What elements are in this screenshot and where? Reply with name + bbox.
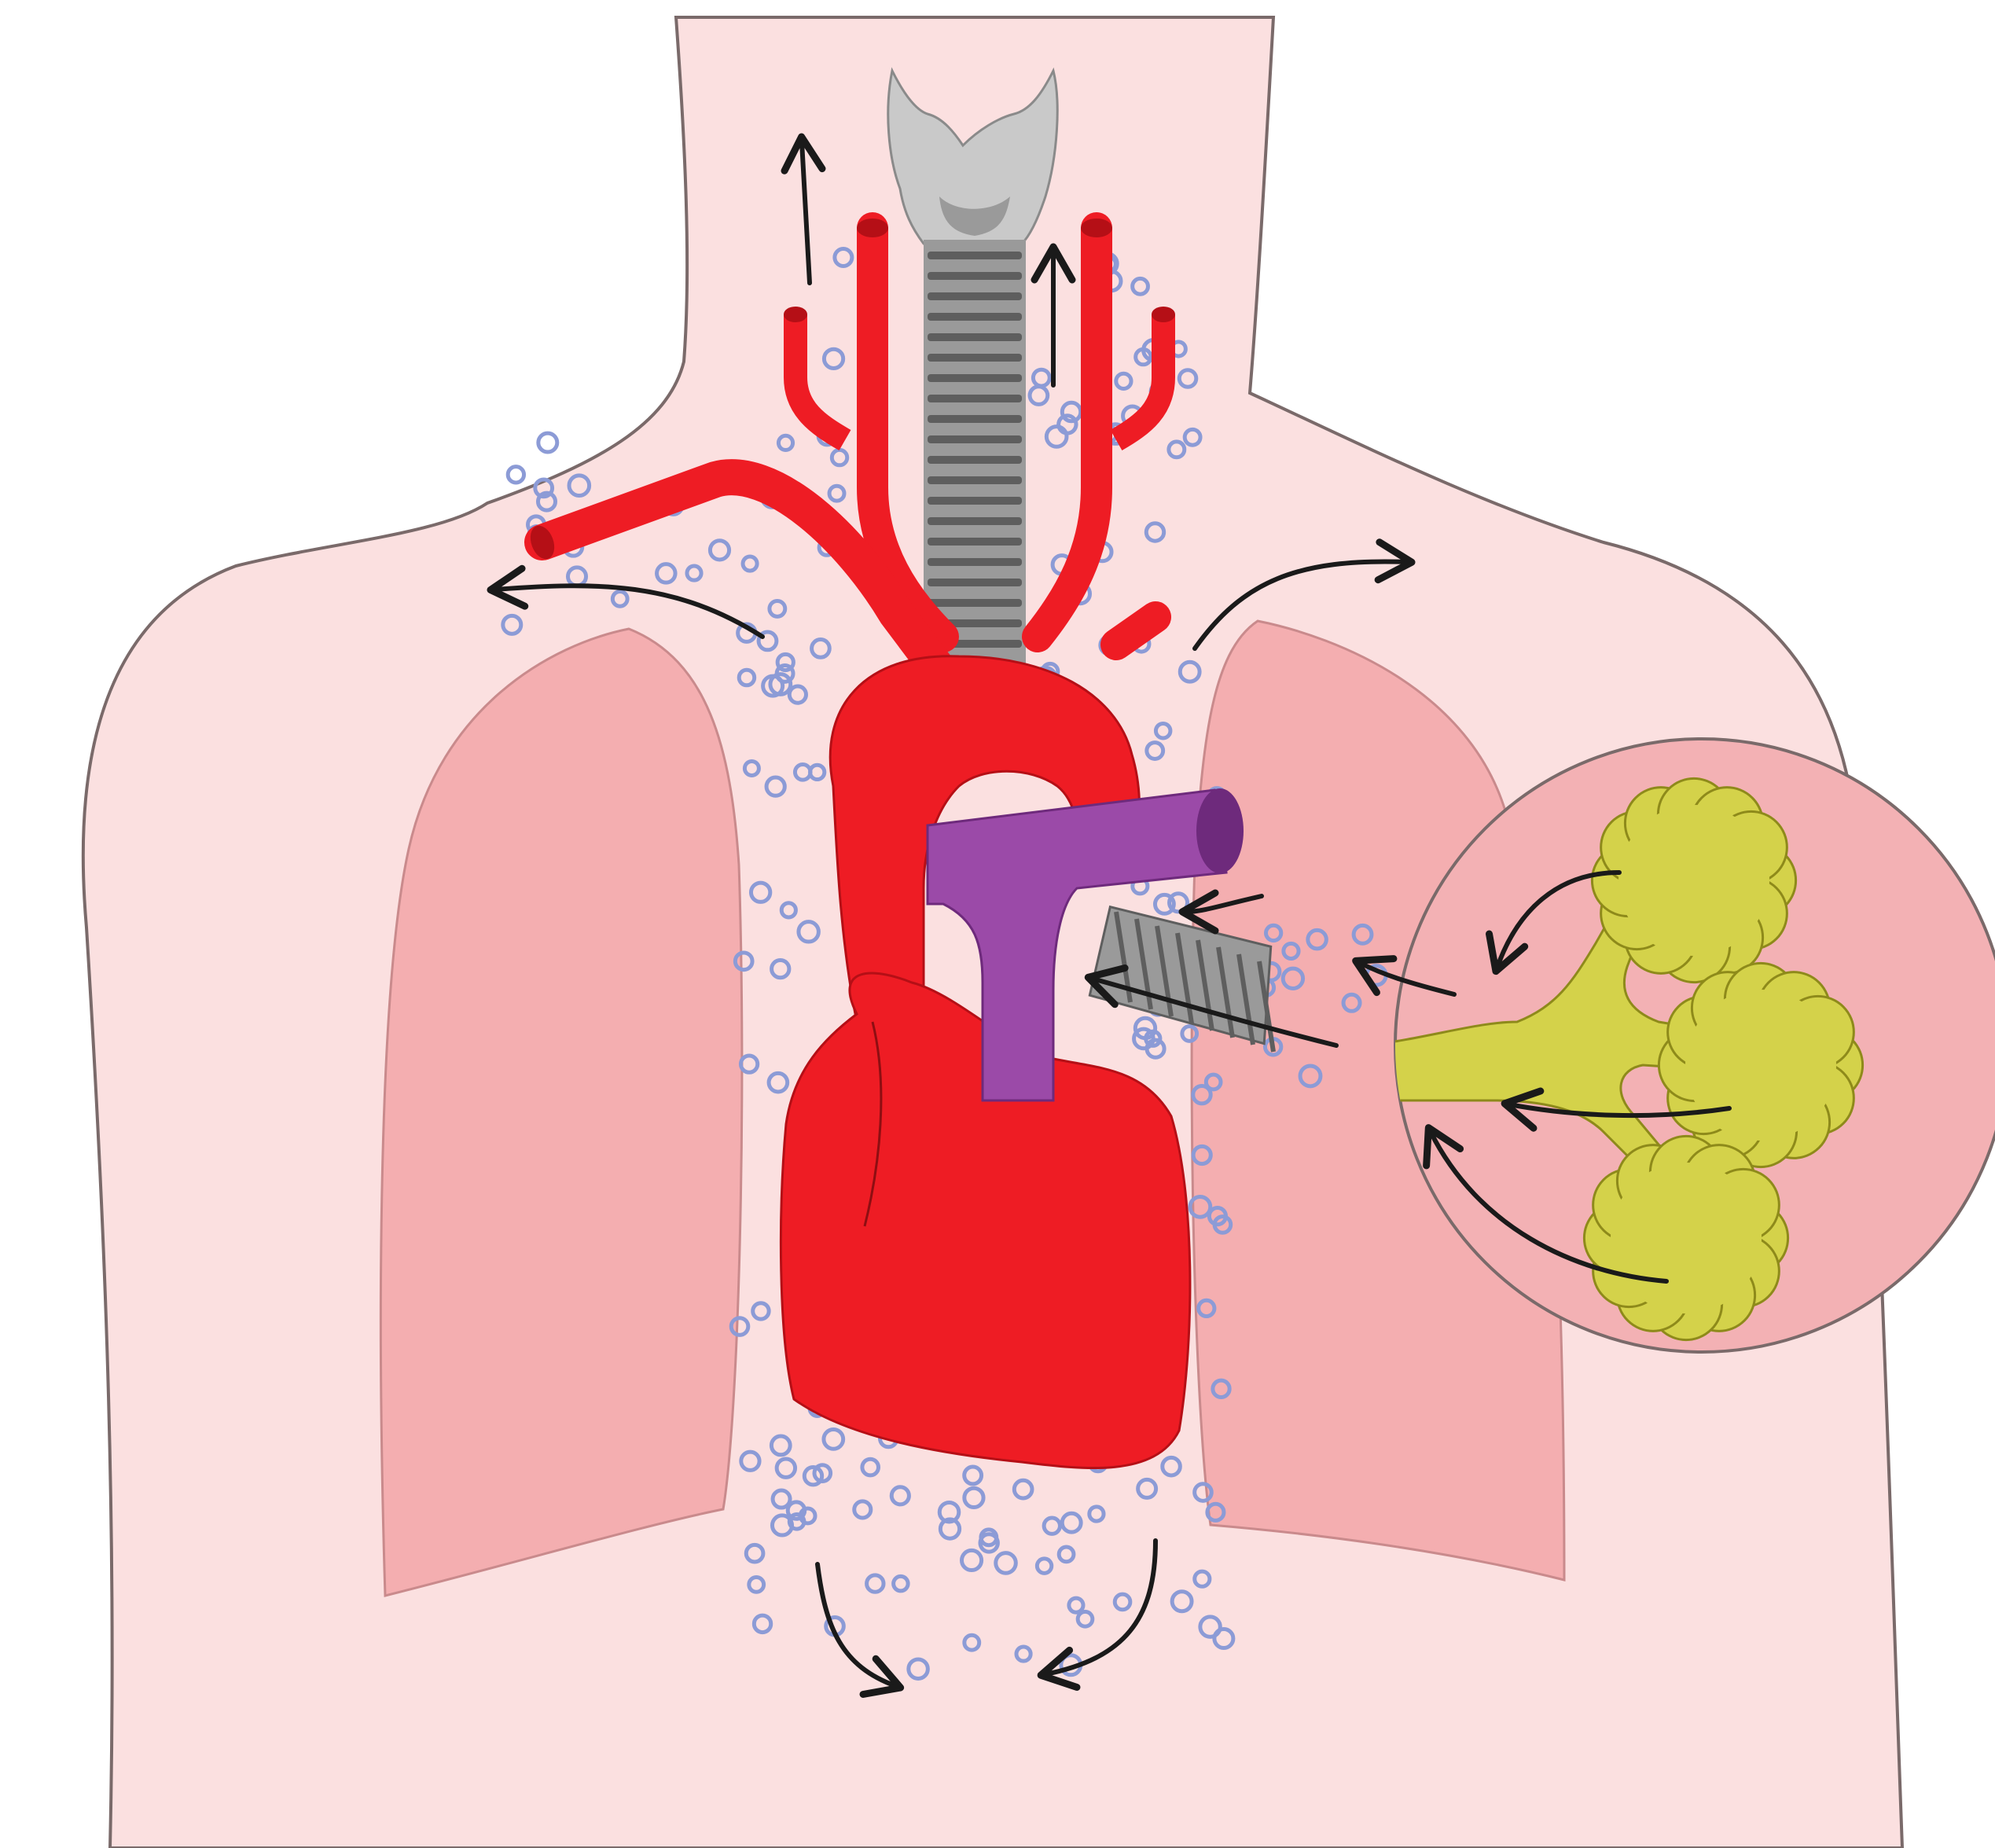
trachea-ring [928,374,1022,382]
trachea-ring [928,435,1022,443]
trachea-ring [928,333,1022,341]
trachea-ring [928,292,1022,300]
trachea-ring [928,558,1022,566]
trachea-ring [928,415,1022,423]
left-lung [380,629,741,1596]
air-bubble [508,467,524,483]
trachea-ring [928,252,1022,259]
trachea [924,240,1026,664]
trachea-ring [928,272,1022,280]
trachea-ring [928,538,1022,546]
air-bubble [538,433,557,452]
trachea-ring [928,395,1022,402]
trachea-ring [928,517,1022,525]
trachea-ring [928,579,1022,586]
trachea-ring [928,456,1022,464]
trachea-ring [928,476,1022,484]
trachea-ring [928,354,1022,362]
trachea-ring [928,313,1022,321]
trachea-ring [928,599,1022,607]
trachea-ring [928,497,1022,505]
